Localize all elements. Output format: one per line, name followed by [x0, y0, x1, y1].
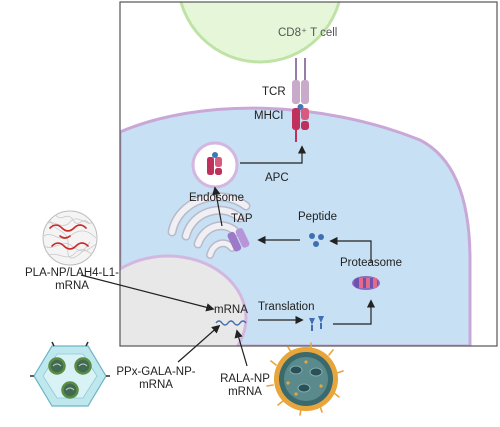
- peptide-cluster: [309, 233, 324, 247]
- label-ppx-line1: PPx-GALA-NP-: [116, 366, 196, 378]
- label-mrna: mRNA: [214, 304, 248, 316]
- diagram-panel-border: [119, 1, 498, 347]
- label-rala-line1: RALA-NP: [220, 373, 270, 385]
- tap-transporter: [227, 228, 250, 252]
- arrow-translation-to-proteasome: [333, 299, 376, 325]
- rala-np-nanoparticle: [266, 342, 344, 416]
- label-tap: TAP: [231, 213, 253, 225]
- arrow-pla-np-to-mrna: [80, 274, 215, 312]
- cd8-t-cell: [179, 2, 341, 64]
- label-pla-np-line2: mRNA: [55, 280, 89, 292]
- label-translation: Translation: [258, 301, 315, 313]
- mhci-molecule: [292, 104, 309, 142]
- arrow-rala-to-mrna: [234, 329, 248, 367]
- arrow-tap-to-endosome: [212, 186, 223, 227]
- label-pla-np-line1: PLA-NP/LAH4-L1-: [25, 267, 119, 279]
- pla-np-nanoparticle: [42, 210, 98, 266]
- label-mhci: MHCI: [254, 110, 284, 122]
- proteasome: [352, 276, 380, 290]
- label-tcr: TCR: [262, 86, 286, 98]
- mrna-strand: [215, 320, 247, 326]
- label-ppx-line2: mRNA: [139, 379, 173, 391]
- translated-protein: [309, 316, 324, 331]
- label-pla-np: PLA-NP/LAH4-L1- mRNA: [2, 267, 142, 293]
- label-endosome: Endosome: [189, 192, 244, 204]
- endoplasmic-reticulum: [167, 192, 251, 259]
- ppx-gala-np-nanoparticle: [30, 341, 110, 407]
- arrow-proteasome-to-peptide: [329, 236, 372, 263]
- label-apc: APC: [265, 172, 289, 184]
- label-peptide: Peptide: [298, 211, 338, 223]
- arrow-endosome-to-mhci: [240, 145, 307, 164]
- tcr-receptor: [292, 58, 309, 104]
- label-cd8-t-cell: CD8⁺ T cell: [278, 27, 338, 39]
- endosome: [191, 141, 239, 189]
- label-rala-np: RALA-NP mRNA: [212, 373, 278, 399]
- label-proteasome: Proteasome: [340, 257, 403, 269]
- label-ppx-gala-np: PPx-GALA-NP- mRNA: [108, 366, 204, 392]
- label-rala-line2: mRNA: [228, 386, 262, 398]
- arrow-ppx-to-mrna: [177, 324, 221, 363]
